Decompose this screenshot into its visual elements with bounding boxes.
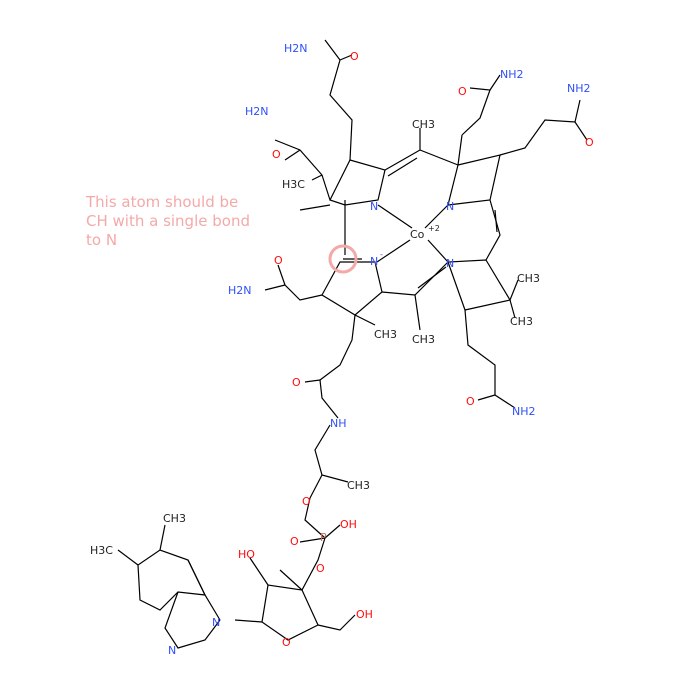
oxygen-label: O [302,495,311,508]
bonds [117,39,588,649]
cobalt-label: Co [410,228,425,241]
oxygen-label: O [292,376,301,389]
negative-charge: - [380,250,383,259]
oxygen-label: O [466,395,475,408]
annotation-note: This atom should be CH with a single bon… [86,193,250,249]
hydroxyl-label: OH [356,608,373,621]
amine-label: H2N [228,284,252,297]
ring-oxygen-label: O [282,636,291,649]
nitrogen-label: N [446,257,454,270]
highlight-circle [328,244,358,274]
nitrogen-label: N [212,616,220,629]
methyl-label: CH3 [374,328,397,341]
methyl-label: CH3 [347,479,370,492]
oxygen-label: O [585,136,594,149]
methyl-label: CH3 [163,512,186,525]
amine-label: H2N [284,42,308,55]
methyl-label: CH3 [412,333,435,346]
methyl-label: H3C [282,178,305,191]
amine-label: NH2 [567,82,591,95]
hydroxyl-label: OH [340,518,357,531]
amine-label: NH2 [512,405,536,418]
atom-labels: H2N O H2N O NH2 O NH2 O CH3 H3C CH3 CH3 … [90,42,594,657]
methyl-label: CH3 [517,272,540,285]
nitrogen-anion-label: N [370,255,378,268]
oxygen-label: O [274,254,283,267]
oxygen-label: O [290,535,299,548]
oxygen-label: O [350,50,359,63]
nitrogen-label: N [446,200,454,213]
methyl-label: CH3 [510,315,533,328]
amine-label: NH2 [500,68,524,81]
methyl-label: CH3 [412,118,435,131]
nitrogen-label: N [168,644,176,657]
amide-nh-label: NH [330,417,347,430]
amine-label: H2N [245,105,269,118]
oxygen-label: O [458,85,467,98]
hydroxyl-label: HO [238,548,255,561]
oxygen-label: O [272,148,281,161]
oxygen-label: O [316,562,325,575]
phosphorus-label: P [320,531,327,544]
cobalt-charge: +2 [428,224,440,233]
nitrogen-label: N [370,200,378,213]
methyl-label: H3C [90,544,113,557]
